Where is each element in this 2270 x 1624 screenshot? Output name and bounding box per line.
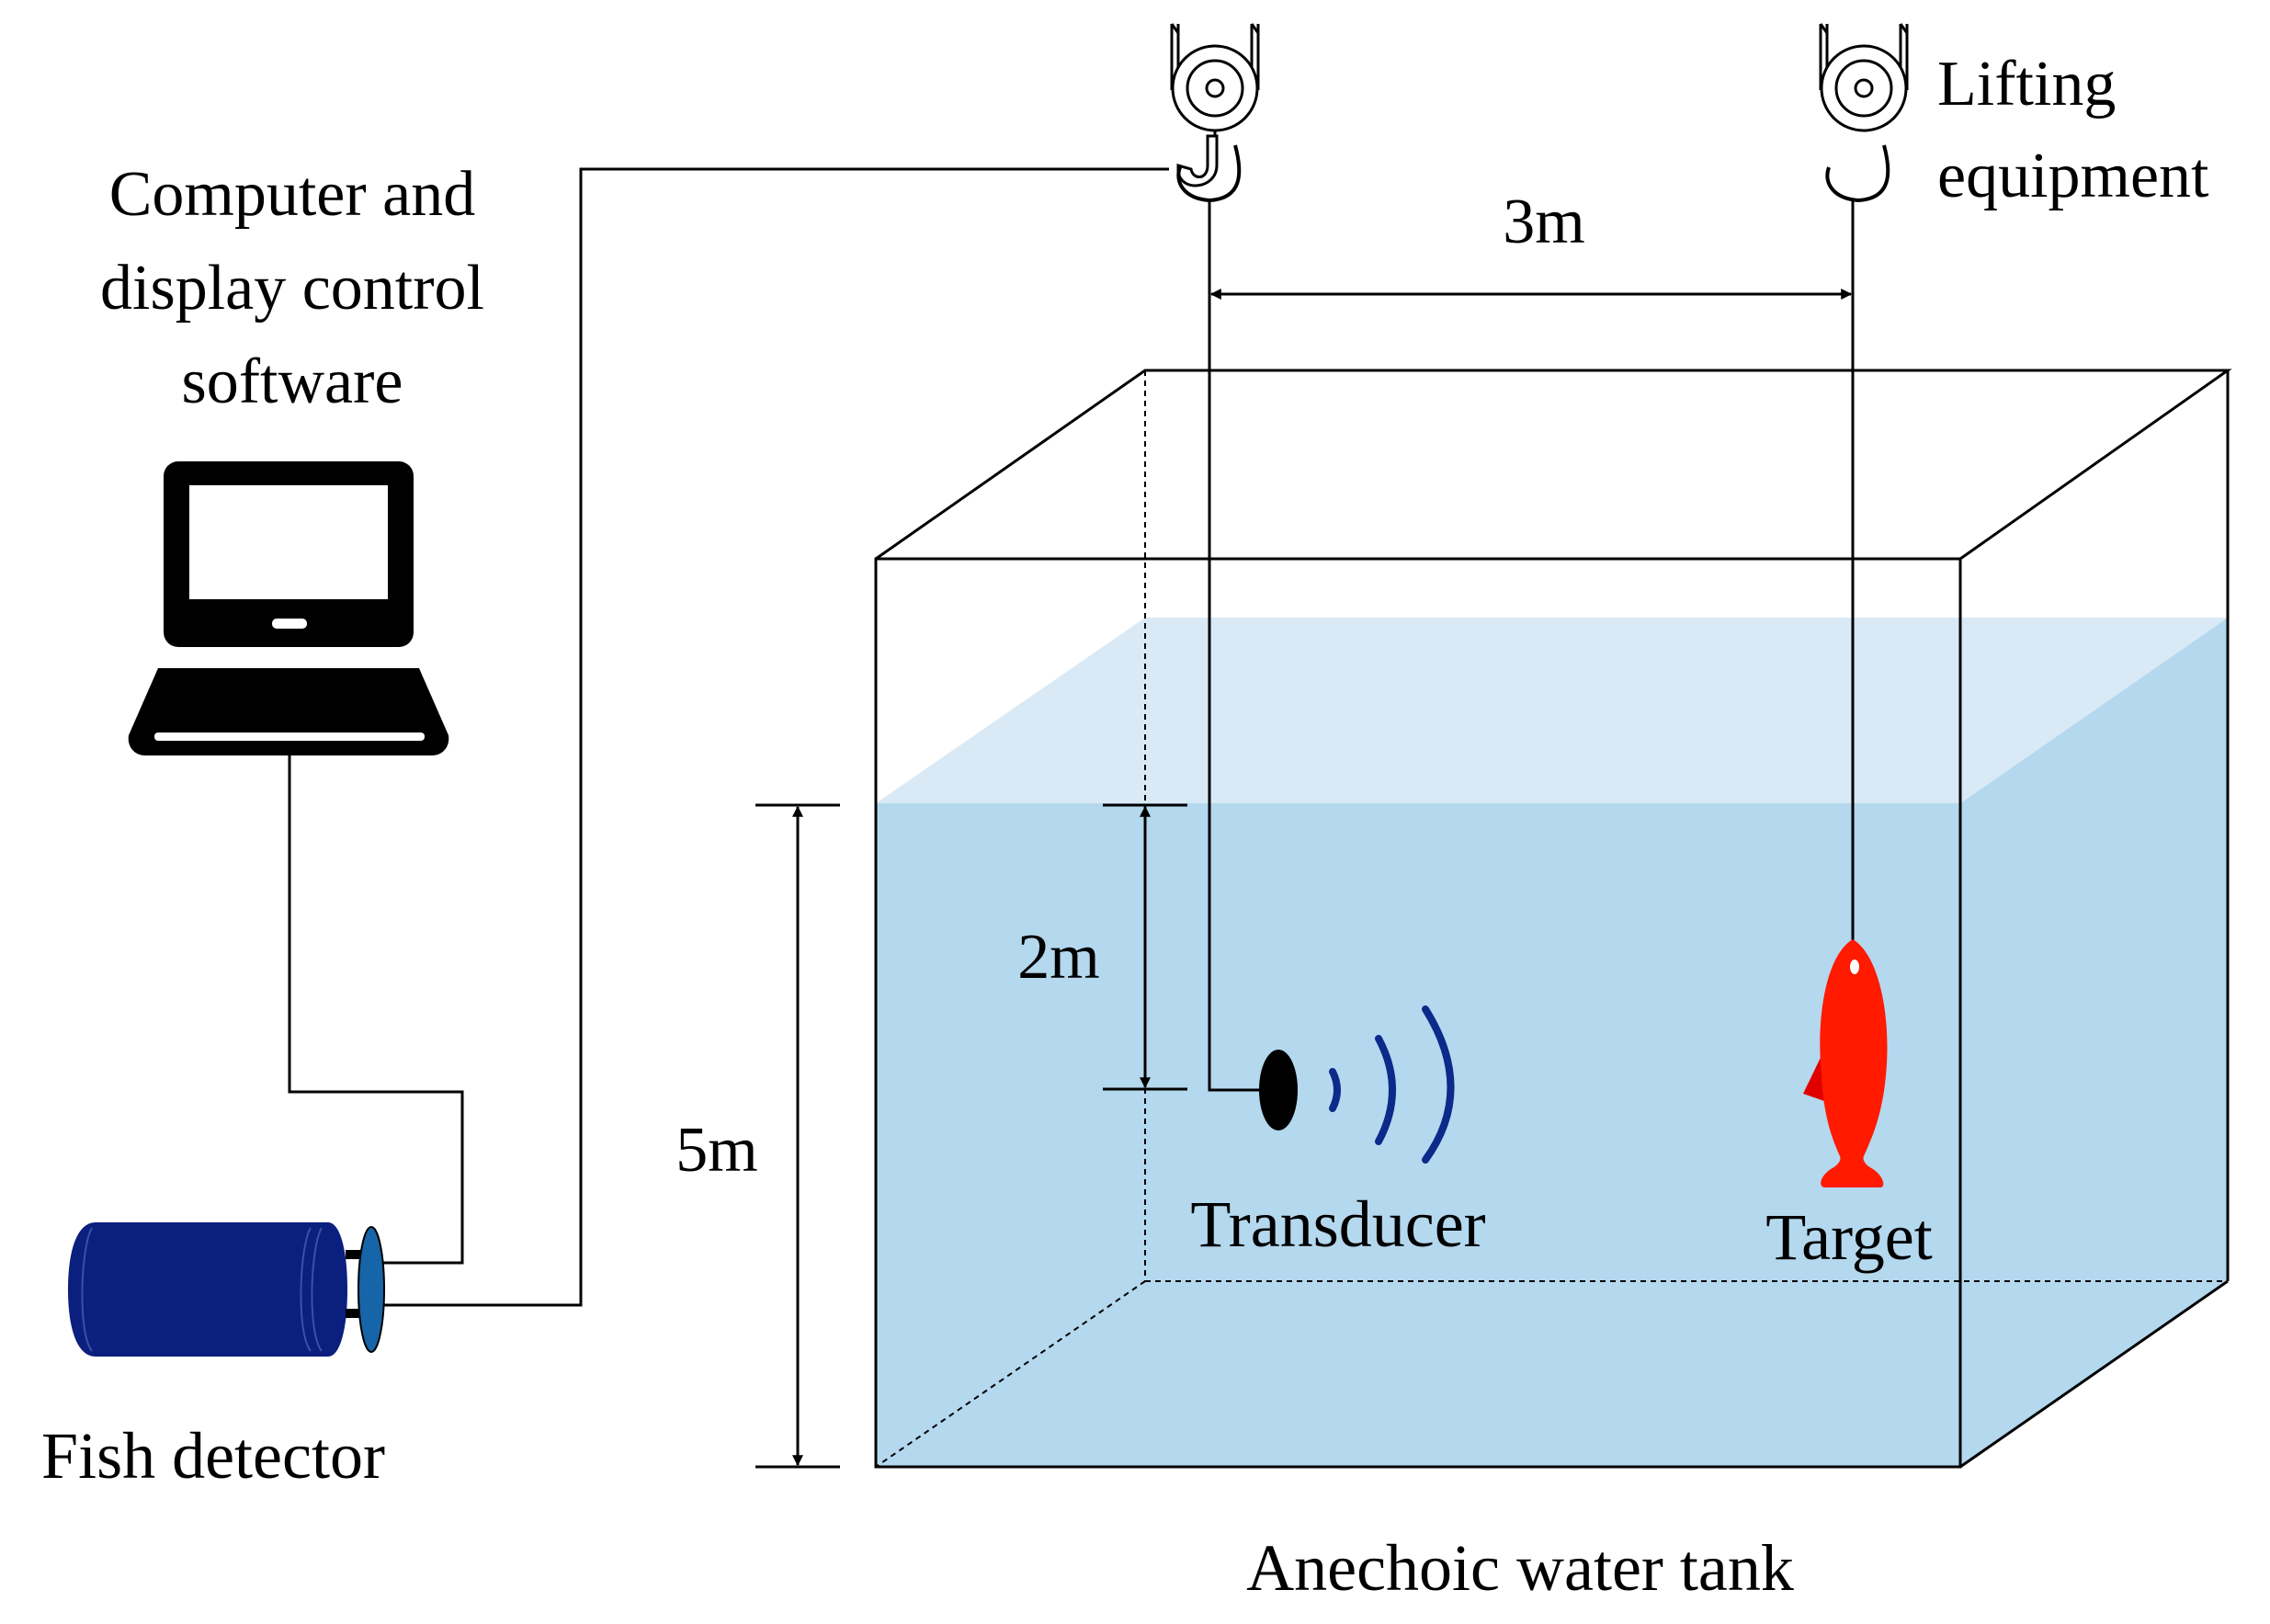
- spacing-label: 3m: [1503, 187, 1584, 257]
- water-surface: [876, 618, 2228, 803]
- sound-wave-icon: [1329, 1005, 1455, 1164]
- fish-detector-device: [68, 1222, 385, 1357]
- transducer-line: [1208, 199, 1261, 1092]
- transducer-label: Transducer: [1190, 1187, 1485, 1261]
- dimension-lines: [755, 289, 1853, 1469]
- laptop-icon: [128, 461, 449, 755]
- computer-label-line2: display control: [100, 253, 484, 324]
- computer-label-line3: software: [181, 346, 403, 417]
- transducer-head: [1259, 1050, 1298, 1130]
- cables: [288, 167, 1855, 1307]
- fish-detector-label: Fish detector: [41, 1419, 385, 1493]
- depth-5m-label: 5m: [675, 1115, 757, 1186]
- computer-label-line1: Computer and: [109, 159, 476, 230]
- lifting-label-line2: equipment: [1937, 141, 2209, 211]
- crane-hook-icon: [1819, 23, 1909, 203]
- fish-icon: [1803, 939, 1888, 1187]
- depth-2m-label: 2m: [1017, 922, 1099, 993]
- water-side-face: [1960, 618, 2228, 1467]
- lifting-label-line1: Lifting: [1937, 49, 2116, 119]
- tank-label: Anechoic water tank: [1246, 1531, 1794, 1605]
- tank-edges: [874, 369, 2232, 1469]
- laptop-detector-cable: [288, 755, 464, 1265]
- water-tank: [874, 369, 2232, 1469]
- transducer: [1259, 1005, 1455, 1164]
- detector-transducer-cable: [377, 167, 1169, 1307]
- crane-hook-icon: [1170, 23, 1260, 203]
- target-label: Target: [1765, 1200, 1933, 1274]
- water-front-face: [876, 803, 1960, 1467]
- detector-lens: [358, 1226, 385, 1353]
